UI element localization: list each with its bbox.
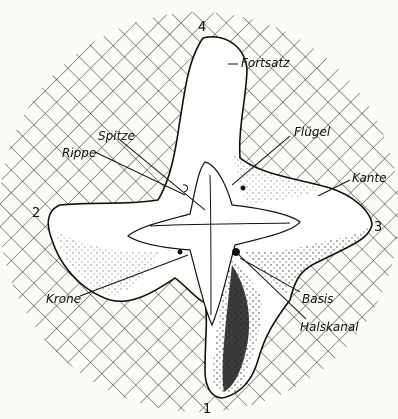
label-kante: Kante	[352, 171, 387, 185]
label-fluegel: Flügel	[294, 125, 331, 139]
arm-number-4: 4	[198, 20, 206, 35]
arm-number-2: 2	[32, 206, 40, 221]
mark-right	[241, 186, 246, 191]
mark-krone	[178, 250, 183, 255]
label-basis: Basis	[302, 292, 333, 306]
arm-number-1: 1	[203, 402, 211, 417]
label-krone: Krone	[46, 292, 81, 306]
label-rippe: Rippe	[62, 146, 96, 160]
label-spitze: Spitze	[98, 129, 135, 143]
arm-number-3: 3	[374, 220, 382, 235]
label-fortsatz: Fortsatz	[241, 56, 290, 70]
label-halskanal: Halskanal	[300, 320, 359, 334]
